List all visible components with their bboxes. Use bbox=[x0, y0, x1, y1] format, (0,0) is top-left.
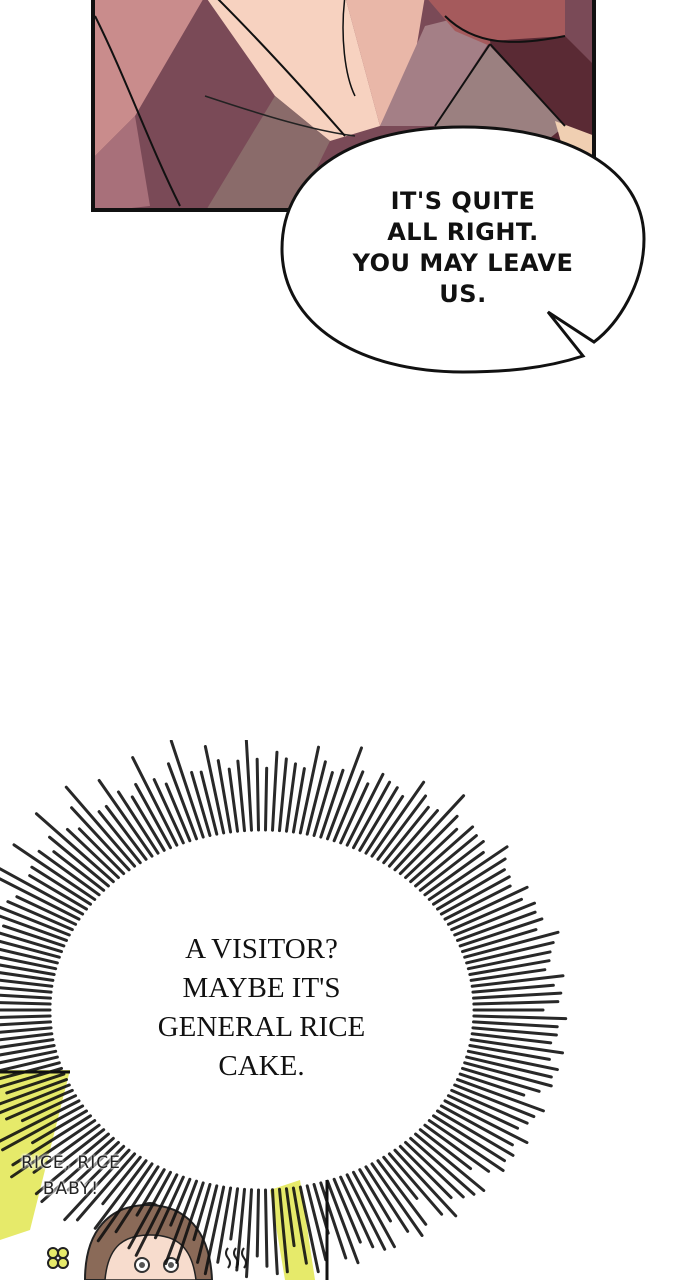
sound-effect-text: RICE, RICE BABY! bbox=[6, 1150, 136, 1202]
thought-burst-text: A VISITOR? MAYBE IT'S GENERAL RICE CAKE. bbox=[130, 930, 393, 1086]
burst-line: CAKE. bbox=[218, 1050, 305, 1082]
sfx-line: RICE, RICE bbox=[21, 1153, 121, 1173]
bubble-line: ALL RIGHT. bbox=[387, 218, 539, 246]
burst-lines bbox=[0, 740, 568, 1279]
bubble-line: YOU MAY LEAVE bbox=[352, 249, 574, 277]
clover-icon bbox=[47, 1247, 69, 1269]
burst-line: A VISITOR? bbox=[185, 933, 338, 965]
thought-burst-bubble: A VISITOR? MAYBE IT'S GENERAL RICE CAKE. bbox=[0, 740, 690, 1280]
bubble-line: IT'S QUITE bbox=[390, 187, 536, 215]
speech-bubble-1-text: IT'S QUITE ALL RIGHT. YOU MAY LEAVE US. bbox=[338, 186, 588, 310]
burst-line: GENERAL RICE bbox=[157, 1011, 366, 1043]
bubble-line: US. bbox=[439, 280, 487, 308]
burst-line: MAYBE IT'S bbox=[182, 972, 341, 1004]
speech-bubble-1: IT'S QUITE ALL RIGHT. YOU MAY LEAVE US. bbox=[278, 124, 648, 374]
comic-panel-top bbox=[91, 0, 596, 212]
speech-bubble-shape bbox=[280, 125, 646, 374]
panel-illustration bbox=[95, 0, 592, 208]
sfx-line: BABY! bbox=[42, 1179, 100, 1199]
